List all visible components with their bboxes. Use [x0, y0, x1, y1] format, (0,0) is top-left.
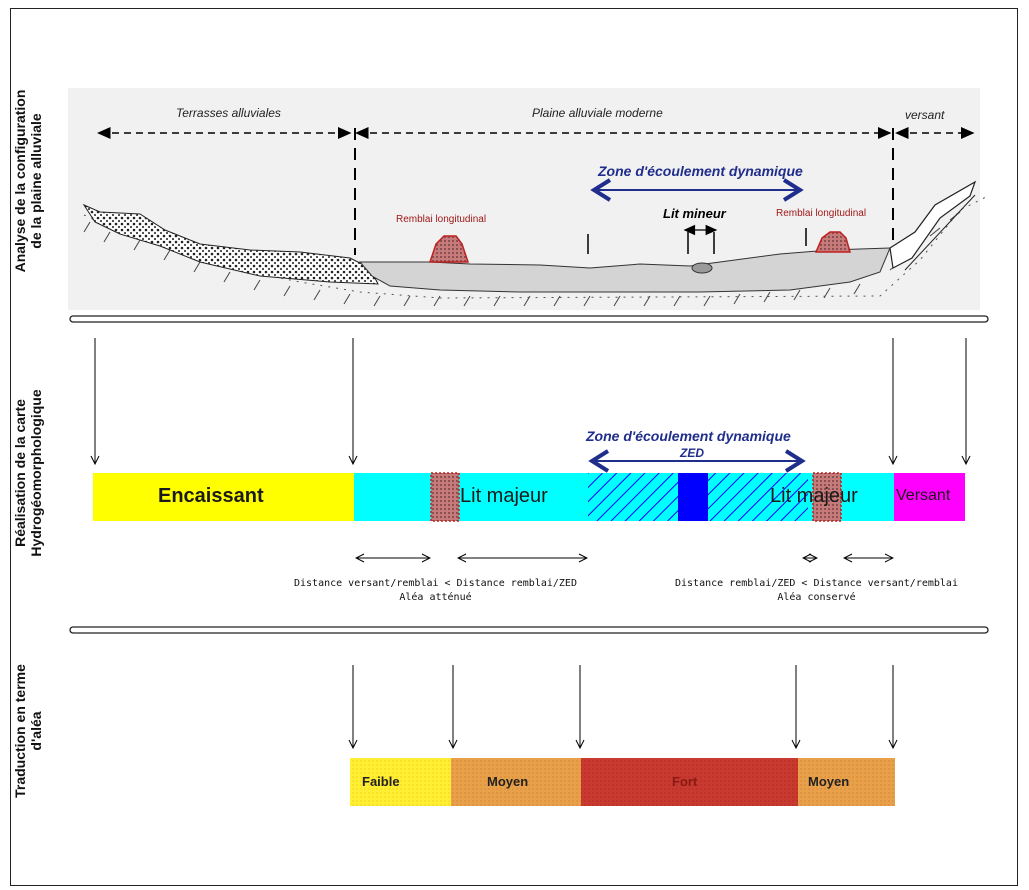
note-right: Distance remblai/ZED < Distance versant/… [675, 578, 958, 603]
remblai-right-label: Remblai longitudinal [776, 208, 867, 219]
alea-moyen-left-label: Moyen [487, 774, 529, 789]
versant-map-label: Versant [896, 487, 951, 504]
note-left: Distance versant/remblai < Distance remb… [294, 578, 577, 603]
alea-moyen-right-label: Moyen [808, 774, 850, 789]
lit-majeur-right-label: Lit majeur [770, 485, 858, 507]
lit-mineur-label: Lit mineur [663, 206, 726, 221]
lit-majeur-left-label: Lit majeur [460, 485, 548, 507]
encaissant-label: Encaissant [158, 485, 264, 507]
alea-faible-label: Faible [362, 774, 400, 789]
zed-map-label: Zone d'écoulement dynamique [586, 428, 791, 444]
plaine-label: Plaine alluviale moderne [532, 106, 663, 120]
zed-profile-label: Zone d'écoulement dynamique [598, 163, 803, 179]
alea-bar [350, 665, 895, 806]
valley-profile [68, 88, 991, 310]
separator-1 [69, 315, 989, 323]
diagram-frame [10, 8, 1018, 886]
versant-profile-label: versant [905, 108, 945, 122]
remblai-left-label: Remblai longitudinal [396, 214, 487, 225]
terrasses-label: Terrasses alluviales [176, 106, 281, 120]
zed-abbr-label: ZED [680, 446, 704, 460]
separator-2 [69, 626, 989, 634]
hydro-map [93, 338, 966, 558]
alea-fort-label: Fort [672, 774, 698, 789]
